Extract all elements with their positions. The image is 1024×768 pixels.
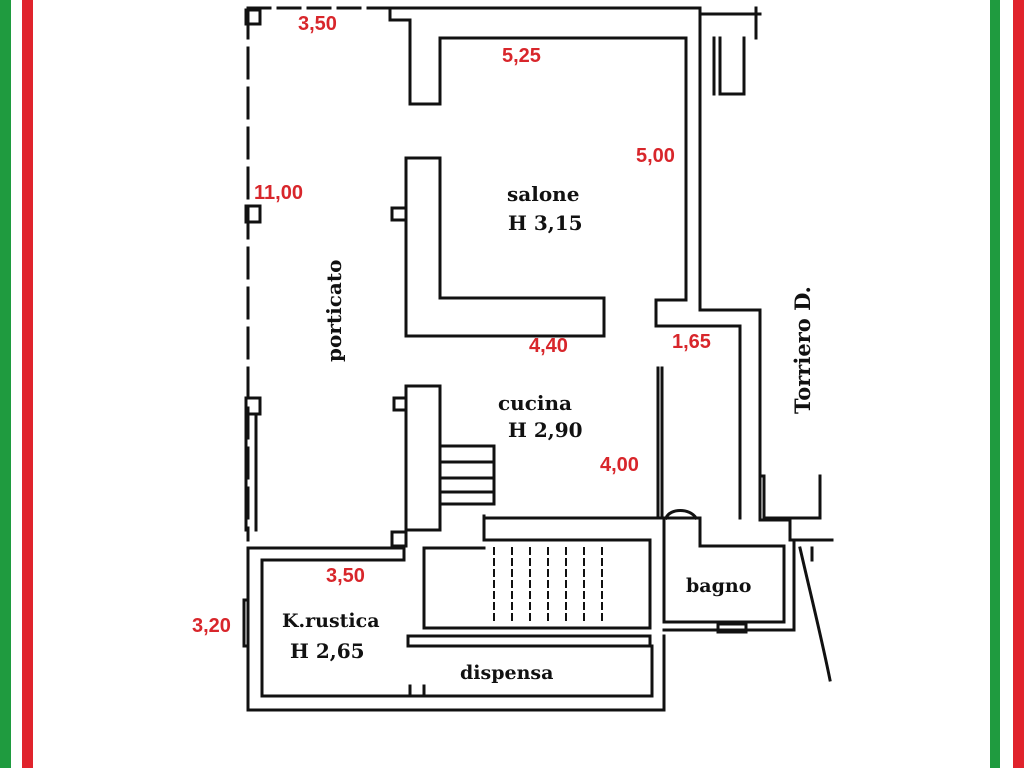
dimension-corridor: 1,65 bbox=[672, 331, 711, 353]
room-label-porticato: porticato bbox=[322, 259, 346, 362]
room-height-krustica: H 2,65 bbox=[290, 639, 365, 663]
bagno-threshold bbox=[716, 622, 748, 634]
dimension-salone-depth: 5,00 bbox=[636, 145, 675, 167]
stair-steps bbox=[438, 444, 496, 506]
krustica-door bbox=[390, 530, 408, 548]
dimension-salone-width: 5,25 bbox=[502, 45, 541, 67]
dimension-porticato-length: 11,00 bbox=[254, 182, 303, 204]
porch-column bbox=[244, 396, 262, 416]
street-label: Torriero D. bbox=[790, 286, 815, 414]
room-label-bagno: bagno bbox=[686, 575, 752, 597]
flag-stripe-left-red bbox=[22, 0, 33, 768]
porch-column bbox=[244, 8, 262, 26]
krustica-outer-wall bbox=[246, 546, 666, 712]
salone-right-outer bbox=[698, 12, 762, 522]
porch-column bbox=[244, 204, 262, 224]
dimension-salone-bottom: 4,40 bbox=[529, 335, 568, 357]
flag-stripe-right-green bbox=[990, 0, 1000, 768]
dimension-krustica-depth: 3,20 bbox=[192, 615, 231, 637]
room-height-salone: H 3,15 bbox=[508, 211, 583, 235]
porch-window bbox=[244, 412, 258, 532]
room-label-dispensa: dispensa bbox=[460, 662, 554, 684]
annex-walls bbox=[758, 474, 834, 542]
dimension-cucina-depth: 4,00 bbox=[600, 454, 639, 476]
flag-stripe-left-green bbox=[0, 0, 11, 768]
annex-slope bbox=[798, 546, 832, 682]
cucina-right-wall bbox=[656, 366, 664, 518]
dimension-krustica-width: 3,50 bbox=[326, 565, 365, 587]
room-label-salone: salone bbox=[507, 182, 580, 206]
bagno-walls bbox=[662, 516, 796, 632]
stairwell-box bbox=[422, 514, 652, 630]
room-label-krustica: K.rustica bbox=[282, 610, 380, 632]
cucina-left-wall bbox=[404, 384, 442, 532]
salone-right-wall bbox=[654, 36, 742, 520]
dimension-top-left: 3,50 bbox=[298, 13, 337, 35]
salone-left-wall bbox=[404, 156, 606, 338]
salone-top-wall bbox=[388, 6, 702, 16]
neighbor-wall bbox=[712, 6, 758, 96]
room-height-cucina: H 2,90 bbox=[508, 418, 583, 442]
flag-stripe-right-red bbox=[1013, 0, 1024, 768]
room-label-cucina: cucina bbox=[498, 391, 572, 415]
stairwell-treads bbox=[493, 547, 603, 623]
salone-top-inner bbox=[388, 6, 688, 106]
